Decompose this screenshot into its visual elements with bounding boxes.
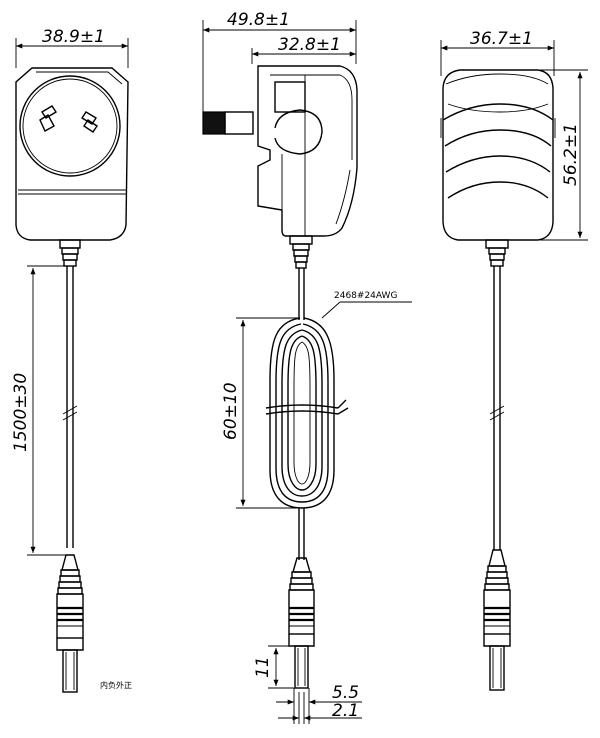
wire-spec-callout: 2468#24AWG (321, 291, 412, 319)
cable-length-dimension: 1500±30 (11, 265, 67, 556)
side-body-width-label: 32.8±1 (278, 35, 341, 55)
plug-pin-left-icon (39, 105, 57, 132)
side-total-width-dimension: 49.8±1 (202, 10, 357, 112)
side-view: 49.8±1 32.8±1 (202, 10, 412, 724)
front-body (15, 67, 129, 241)
cable-length-label: 1500±30 (11, 373, 31, 452)
front-width-label: 38.9±1 (42, 27, 105, 47)
plug-pin-right-icon (81, 111, 98, 133)
coil-length-label: 60±10 (221, 382, 241, 440)
plug-length-label: 11 (253, 656, 273, 678)
back-height-dimension: 56.2±1 (540, 69, 588, 241)
front-strain-relief (59, 239, 81, 267)
side-body-width-dimension: 32.8±1 (251, 35, 356, 64)
plug-inner-diameter-label: 2.1 (332, 701, 359, 721)
side-plug-pin (202, 111, 254, 135)
back-body (440, 69, 556, 241)
back-width-label: 36.7±1 (470, 29, 533, 49)
plug-length-dimension: 11 (253, 645, 294, 689)
cable-coil (265, 317, 349, 509)
back-dc-plug (483, 549, 511, 691)
back-view: 36.7±1 56.2±1 (440, 29, 588, 691)
back-height-label: 56.2±1 (561, 123, 581, 186)
front-cable (62, 266, 78, 548)
coil-length-dimension: 60±10 (221, 317, 300, 509)
side-dc-plug (288, 557, 315, 689)
back-width-dimension: 36.7±1 (440, 29, 555, 76)
wire-spec-label: 2468#24AWG (334, 291, 397, 301)
front-width-dimension: 38.9±1 (15, 27, 129, 68)
plug-outer-diameter-label: 5.5 (332, 683, 359, 703)
polarity-note: 内负外正 (100, 680, 132, 690)
side-total-width-label: 49.8±1 (227, 10, 290, 30)
side-strain-relief (289, 235, 313, 269)
front-dc-plug (56, 554, 84, 693)
back-strain-relief (485, 239, 509, 267)
front-view: 38.9±1 (11, 27, 132, 693)
side-body (257, 65, 358, 237)
back-cable (489, 266, 505, 550)
plug-diameter-dimension: 5.5 2.1 (276, 683, 362, 724)
